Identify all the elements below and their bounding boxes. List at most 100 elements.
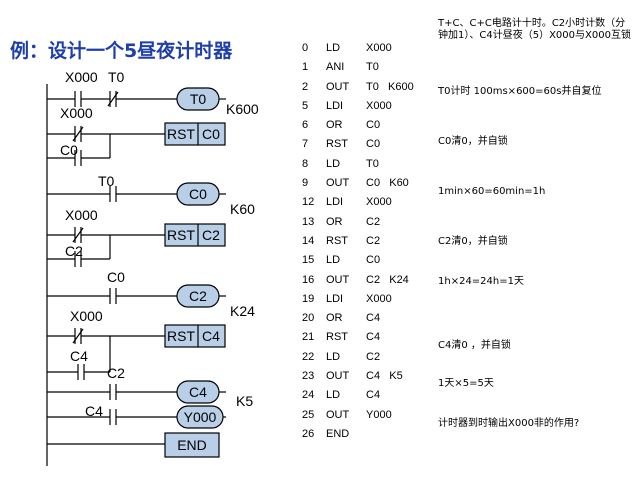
instruction-operand: X000 xyxy=(366,99,392,112)
rst-target-c4: C4 xyxy=(202,328,220,344)
instruction-mnemonic: OR xyxy=(326,312,343,325)
c0-coil-label: C0 xyxy=(189,186,207,202)
rung-6: RST C4 X000 C4 xyxy=(47,308,226,380)
instruction-mnemonic: RST xyxy=(326,234,348,247)
note-t0: T0计时 100ms×600=60s并自复位 xyxy=(438,86,602,97)
instruction-mnemonic: LD xyxy=(326,157,341,170)
step-number: 14 xyxy=(302,234,315,247)
note-c2-reset: C2清0，并自锁 xyxy=(438,236,508,247)
c0-contact-label: C0 xyxy=(60,142,78,158)
step-number: 19 xyxy=(302,292,315,305)
note-output: 计时器到时输出X000非的作用? xyxy=(438,418,580,429)
rung-3: C0 T0 K60 xyxy=(47,173,255,217)
instruction-operand: C4 K5 xyxy=(366,370,403,383)
instruction-operand: C2 xyxy=(366,350,381,363)
k24-label: K24 xyxy=(230,303,255,319)
rst-label: RST xyxy=(167,126,195,142)
k60-label: K60 xyxy=(230,201,255,217)
instruction-mnemonic: OUT xyxy=(326,370,350,383)
instruction-mnemonic: LDI xyxy=(326,196,344,209)
step-number: 25 xyxy=(302,408,315,421)
instruction-mnemonic: LDI xyxy=(326,292,344,305)
rung-9: END xyxy=(47,432,220,458)
instruction-operand: C4 xyxy=(366,389,381,402)
x000-nc-label: X000 xyxy=(60,105,93,121)
instruction-operand: C0 K60 xyxy=(366,177,409,190)
rst-target-c0: C0 xyxy=(202,126,220,142)
instruction-line: 26 END xyxy=(302,428,414,447)
instruction-operand: C0 xyxy=(366,254,381,267)
step-number: 13 xyxy=(302,215,315,228)
step-number: 15 xyxy=(302,254,315,267)
instruction-line: 14 RST C2 xyxy=(302,235,414,254)
step-number: 12 xyxy=(302,196,315,209)
instruction-mnemonic: LDI xyxy=(326,99,344,112)
rung-5: C2 C0 K24 xyxy=(47,269,255,319)
end-box xyxy=(164,432,220,458)
c0-contact-label: C0 xyxy=(107,269,125,285)
rst-target-c2: C2 xyxy=(202,227,220,243)
k5-label: K5 xyxy=(236,393,253,409)
ladder-diagram: T0 X000 T0 K600 RST C0 X000 C0 C0 T0 K60 xyxy=(46,69,259,466)
instruction-mnemonic: OR xyxy=(326,215,343,228)
y000-coil-label: Y000 xyxy=(184,409,217,425)
rung-8: Y000 C4 xyxy=(47,403,226,429)
step-number: 16 xyxy=(302,273,315,286)
instruction-operand: C0 xyxy=(366,119,381,132)
instruction-mnemonic: OR xyxy=(326,119,343,132)
rst-c0-box xyxy=(164,122,226,146)
rung-2: RST C0 X000 C0 xyxy=(47,105,226,166)
instruction-operand: C4 xyxy=(366,312,381,325)
instruction-line: 7 RST C0 xyxy=(302,138,414,157)
c4-coil-label: C4 xyxy=(189,384,207,400)
instruction-mnemonic: OUT xyxy=(326,80,350,93)
step-number: 26 xyxy=(302,427,315,440)
note-c0-reset: C0清0，并自锁 xyxy=(438,136,508,147)
instruction-mnemonic: OUT xyxy=(326,273,350,286)
x000-contact-label: X000 xyxy=(65,69,98,85)
step-number: 9 xyxy=(302,177,309,190)
instruction-operand: T0 xyxy=(366,61,379,74)
rst-c2-box xyxy=(164,223,226,247)
x000-nc-label: X000 xyxy=(65,207,98,223)
instruction-operand: T0 xyxy=(366,157,379,170)
step-number: 7 xyxy=(302,138,309,151)
note-c0-count: 1min×60=60min=1h xyxy=(438,186,546,197)
note-overview: T+C、C+C电路计十时。C2小时计数（分钟加1）、C4计昼夜（5）X000与X… xyxy=(438,18,631,41)
instruction-operand: X000 xyxy=(366,196,392,209)
step-number: 21 xyxy=(302,331,315,344)
instruction-line: 16 OUT C2 K24 xyxy=(302,274,414,293)
t0-nc-contact-label: T0 xyxy=(108,69,125,85)
instruction-mnemonic: LD xyxy=(326,254,341,267)
instruction-operand: C2 K24 xyxy=(366,273,409,286)
c4-contact-label: C4 xyxy=(85,403,103,419)
instruction-mnemonic: RST xyxy=(326,331,348,344)
step-number: 2 xyxy=(302,80,309,93)
instruction-mnemonic: END xyxy=(326,427,350,440)
rst-label: RST xyxy=(167,328,195,344)
step-number: 6 xyxy=(302,119,309,132)
c2-contact-label: C2 xyxy=(107,365,125,381)
instruction-operand: C2 xyxy=(366,234,381,247)
instruction-mnemonic: LD xyxy=(326,389,341,402)
page-title: 例：设计一个5昼夜计时器 xyxy=(10,40,233,62)
instruction-mnemonic: RST xyxy=(326,138,348,151)
step-number: 1 xyxy=(302,61,309,74)
rst-c4-box xyxy=(164,324,226,348)
instruction-operand: T0 K600 xyxy=(366,80,414,93)
instruction-operand: C0 xyxy=(366,138,381,151)
t0-coil-label: T0 xyxy=(190,91,207,107)
instruction-line: 2 OUT T0 K600 xyxy=(302,81,414,100)
step-number: 22 xyxy=(302,350,315,363)
